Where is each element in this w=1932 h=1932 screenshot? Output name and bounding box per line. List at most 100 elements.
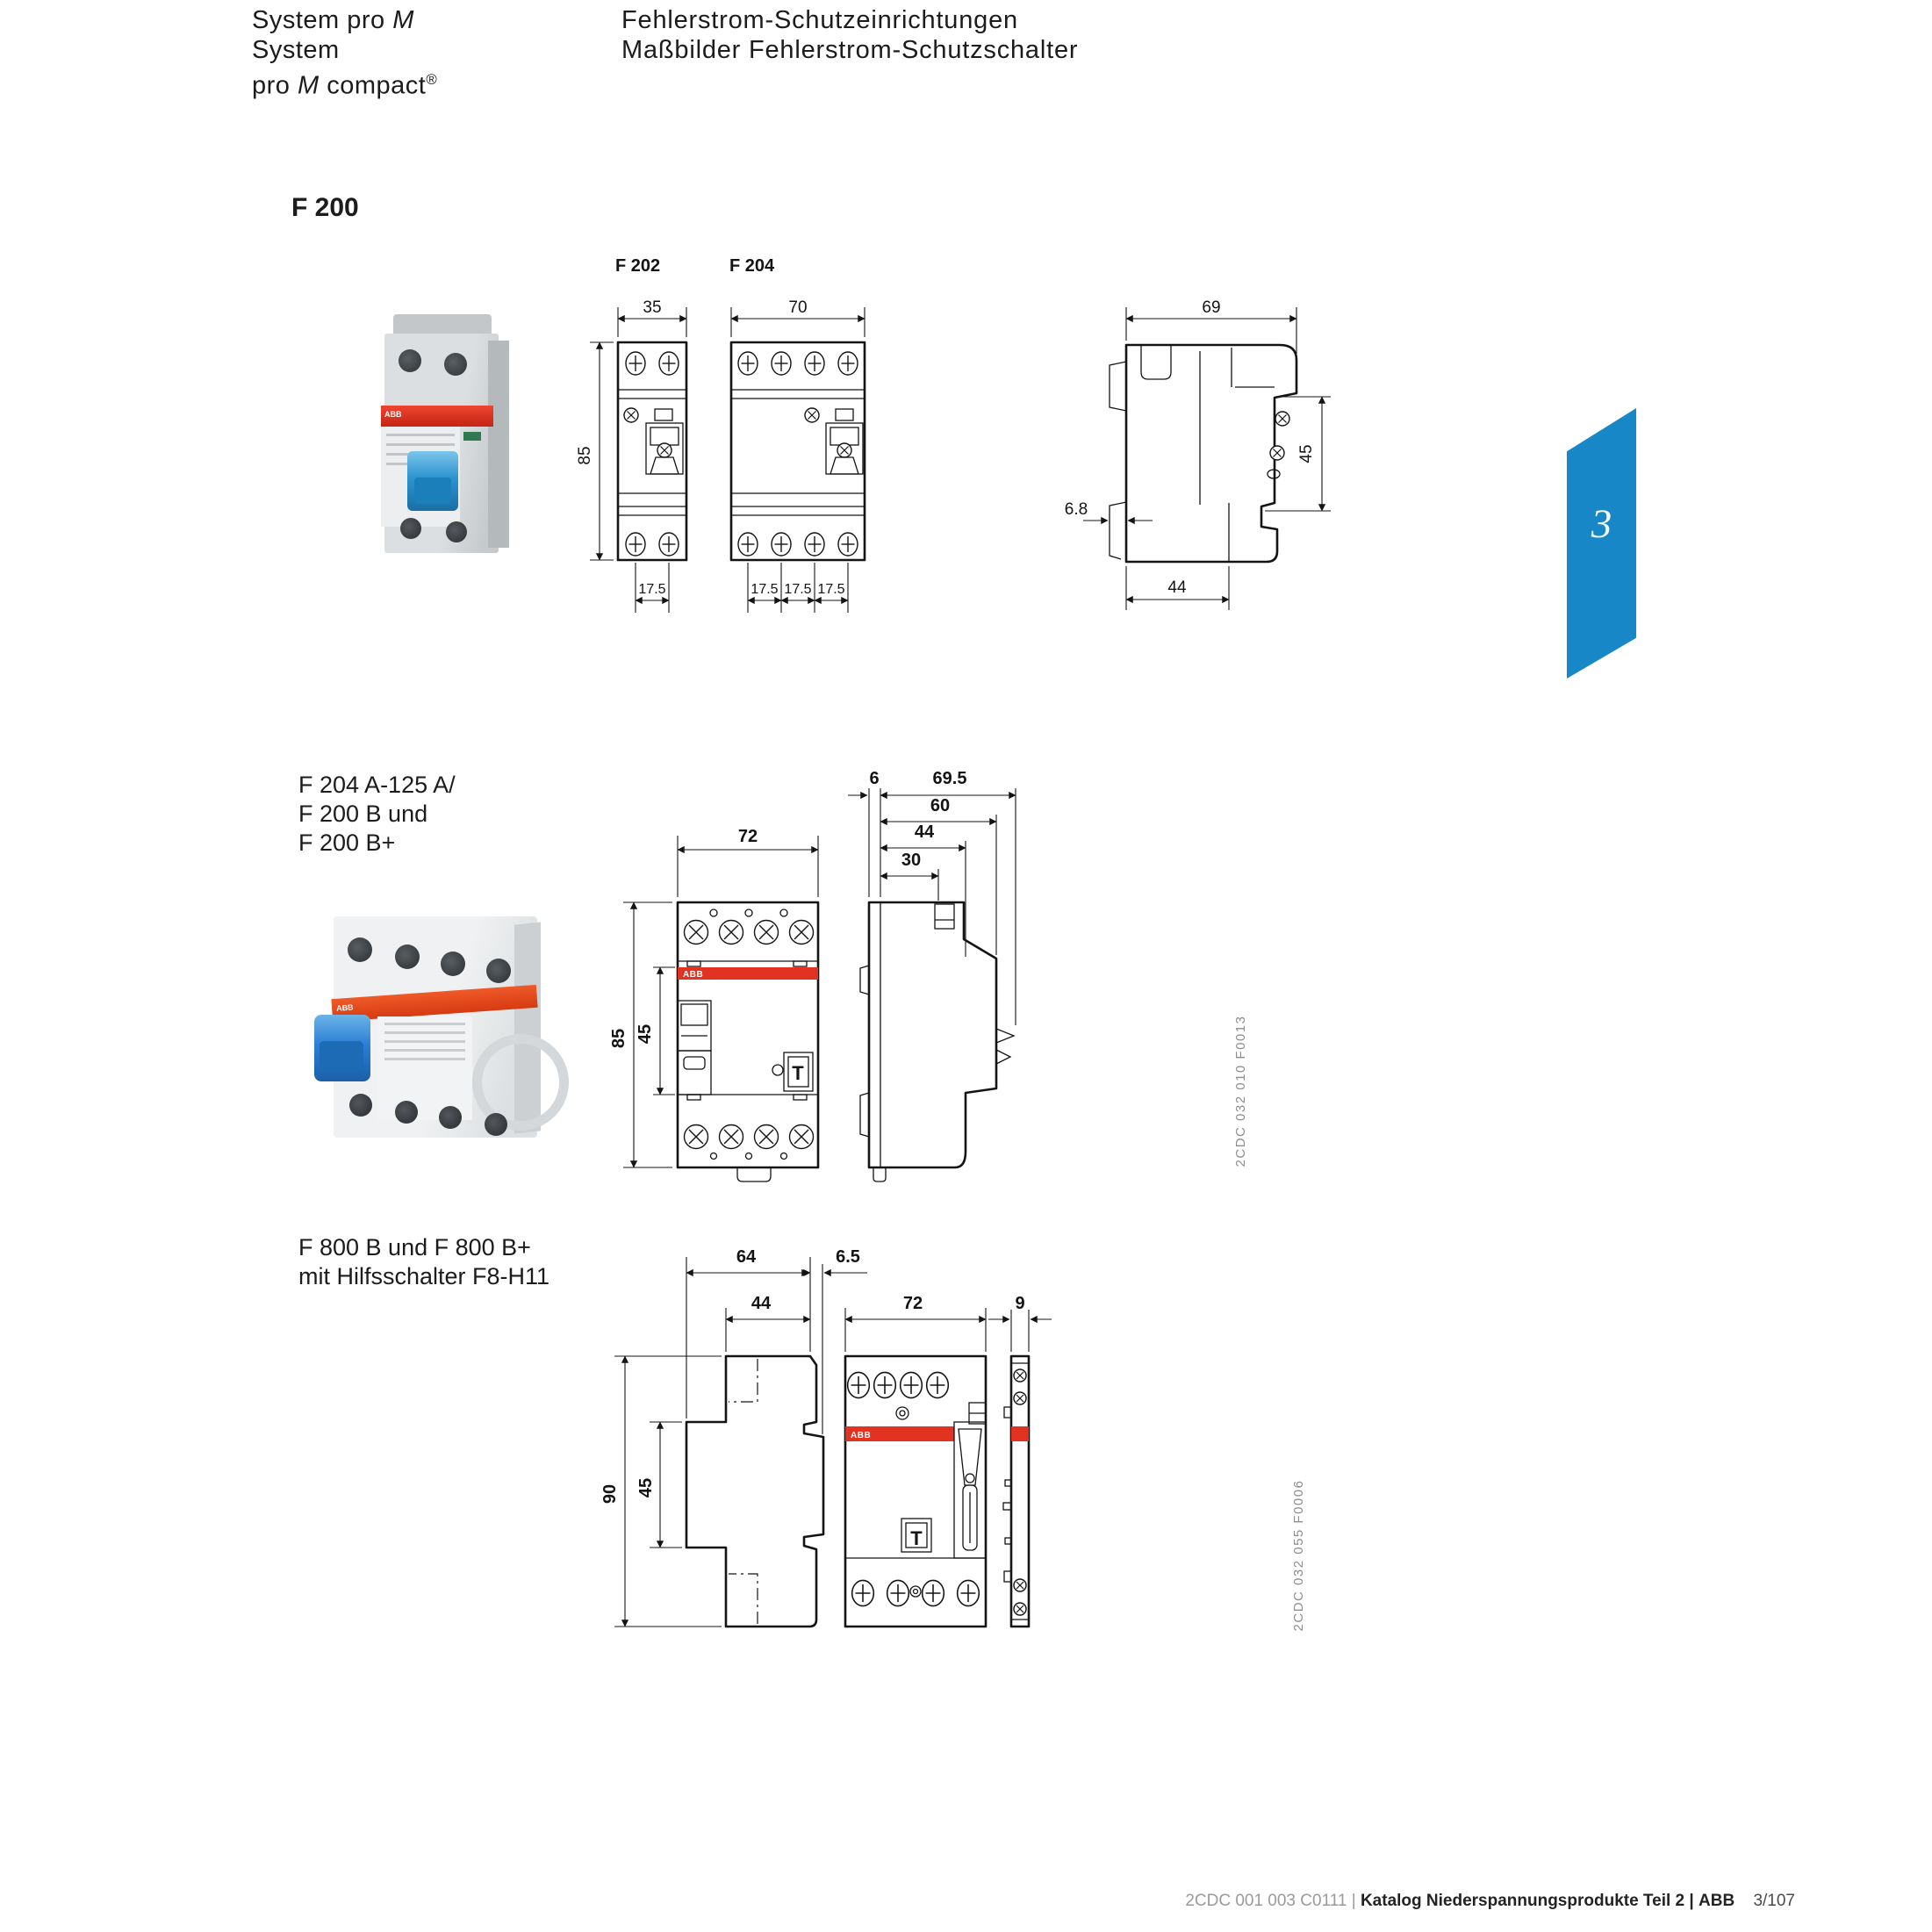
f204-dimensions: 70 17.5 17.5 17.5 xyxy=(730,298,865,613)
f200-side-dimensions: 69 45 6.8 44 xyxy=(1065,298,1331,610)
dim-label: 69.5 xyxy=(933,769,967,788)
abb-logo: ABB xyxy=(851,1431,871,1440)
doc-title-line-1: Fehlerstrom-Schutzeinrichtungen xyxy=(621,6,1018,34)
f800-aux-switch-view xyxy=(1002,1354,1031,1628)
f202-front-view xyxy=(616,341,688,562)
section-heading-f204a: F 204 A-125 A/ F 200 B und F 200 B+ xyxy=(298,771,456,858)
terminal-screw xyxy=(395,944,420,969)
f204a-drawing-group: ABB T xyxy=(609,769,1248,1182)
f800-front-dimensions: 72 xyxy=(844,1294,987,1352)
product-photo-f200-2pole: ABB xyxy=(377,314,522,555)
dim-label: 35 xyxy=(643,298,661,317)
dim-label: 6 xyxy=(869,769,879,788)
brand-line-2: System xyxy=(252,36,340,64)
terminal-screw xyxy=(486,959,511,983)
dim-label: 44 xyxy=(915,822,935,842)
blue-toggle-grip xyxy=(320,1041,363,1071)
drawing-code: 2CDC 032 055 F0006 xyxy=(1291,1480,1306,1632)
terminal-screw xyxy=(446,521,467,542)
brand-title: System pro M System pro M compact® xyxy=(252,5,437,101)
dim-label: 6.5 xyxy=(836,1247,860,1267)
test-button-label: T xyxy=(910,1527,923,1549)
footer-page-number: 3/107 xyxy=(1753,1892,1795,1910)
dim-label: 17.5 xyxy=(817,582,844,597)
heading-line: mit Hilfsschalter F8-H11 xyxy=(298,1263,550,1289)
terminal-screw xyxy=(439,1106,462,1129)
f800-aux-dimensions: 9 xyxy=(988,1294,1052,1352)
dim-label: 44 xyxy=(751,1294,772,1313)
dim-label: 17.5 xyxy=(638,582,665,597)
f800-side-dimensions: 64 6.5 44 90 45 xyxy=(600,1247,867,1627)
dim-label: 69 xyxy=(1202,298,1220,317)
blue-toggle-grip xyxy=(414,478,451,504)
dim-label: 45 xyxy=(636,1478,656,1497)
page-footer: 2CDC 001 003 C0111 | Katalog Niederspann… xyxy=(1185,1892,1795,1911)
drawing-code: 2CDC 032 010 F0013 xyxy=(1233,1016,1248,1167)
document-title: Fehlerstrom-Schutzeinrichtungen Maßbilde… xyxy=(621,5,1078,65)
f204a-side-dimensions: 6 69.5 60 44 30 xyxy=(848,769,1016,1025)
section-heading-f200: F 200 xyxy=(291,193,359,222)
dim-label: 17.5 xyxy=(751,582,778,597)
device-side-face xyxy=(488,341,509,548)
status-window xyxy=(463,432,481,441)
dim-label: 64 xyxy=(736,1247,757,1267)
f204-front-view xyxy=(729,341,866,562)
terminal-screw xyxy=(400,518,421,539)
chapter-number: 3 xyxy=(1591,500,1612,547)
heading-line: F 204 A-125 A/ xyxy=(298,772,456,798)
section-heading-f800: F 800 B und F 800 B+ mit Hilfsschalter F… xyxy=(298,1233,549,1291)
drawing-label: F 204 xyxy=(729,256,775,276)
f202-dimensions: 35 85 17.5 xyxy=(576,298,687,613)
drawing-label: F 202 xyxy=(615,256,660,276)
terminal-screw xyxy=(399,349,421,372)
terminal-screw xyxy=(349,1094,372,1117)
dim-label: 44 xyxy=(1167,578,1187,597)
heading-line: F 800 B und F 800 B+ xyxy=(298,1234,531,1260)
terminal-screw xyxy=(485,1113,507,1136)
footer-brand: ABB xyxy=(1699,1892,1735,1910)
dim-label: 72 xyxy=(738,827,758,846)
f800-side-view xyxy=(685,1354,825,1628)
dim-label: 6.8 xyxy=(1065,500,1088,519)
footer-document-code: 2CDC 001 003 C0111 xyxy=(1185,1892,1347,1910)
f204a-front-dimensions: 72 85 45 xyxy=(609,827,819,1168)
emboss-seal xyxy=(472,1034,569,1131)
chapter-tab: 3 xyxy=(1567,408,1636,679)
f204a-front-view: ABB T xyxy=(676,901,820,1182)
dim-label: 60 xyxy=(930,796,950,815)
abb-logo: ABB xyxy=(683,970,703,980)
f200-side-view xyxy=(1109,343,1298,564)
terminal-screw xyxy=(441,952,465,976)
footer-separator: | xyxy=(1351,1892,1356,1910)
f204a-side-view xyxy=(859,901,1016,1182)
dim-label: 70 xyxy=(788,298,807,317)
test-button-label: T xyxy=(792,1062,804,1084)
heading-line: F 200 B und xyxy=(298,801,428,827)
f800-drawing-group: 64 6.5 44 90 45 xyxy=(600,1247,1306,1631)
dim-label: 72 xyxy=(903,1294,923,1313)
terminal-screw xyxy=(444,353,467,376)
doc-title-line-2: Maßbilder Fehlerstrom-Schutzschalter xyxy=(621,36,1079,64)
dim-label: 30 xyxy=(901,851,921,870)
f800-front-view: ABB T xyxy=(844,1354,988,1628)
product-photo-f204-4pole: ABB xyxy=(314,902,569,1145)
heading-line: F 200 B+ xyxy=(298,830,396,856)
red-brand-band: ABB xyxy=(381,406,493,427)
terminal-screw xyxy=(395,1101,418,1124)
label-area xyxy=(377,1016,472,1120)
terminal-screw xyxy=(348,937,372,962)
f200-drawing-group: F 202 F 204 xyxy=(576,256,1331,613)
dim-label: 85 xyxy=(576,446,594,464)
footer-catalog-title: Katalog Niederspannungsprodukte Teil 2 xyxy=(1360,1892,1685,1910)
dim-label: 90 xyxy=(600,1484,620,1504)
dim-label: 9 xyxy=(1015,1294,1024,1313)
footer-separator: | xyxy=(1689,1892,1694,1910)
dim-label: 85 xyxy=(609,1029,628,1048)
abb-logo: ABB xyxy=(384,410,402,419)
brand-line-3: pro M compact® xyxy=(252,71,438,100)
dim-label: 17.5 xyxy=(784,582,811,597)
brand-line-1: System pro M xyxy=(252,6,414,34)
dim-label: 45 xyxy=(636,1024,655,1044)
